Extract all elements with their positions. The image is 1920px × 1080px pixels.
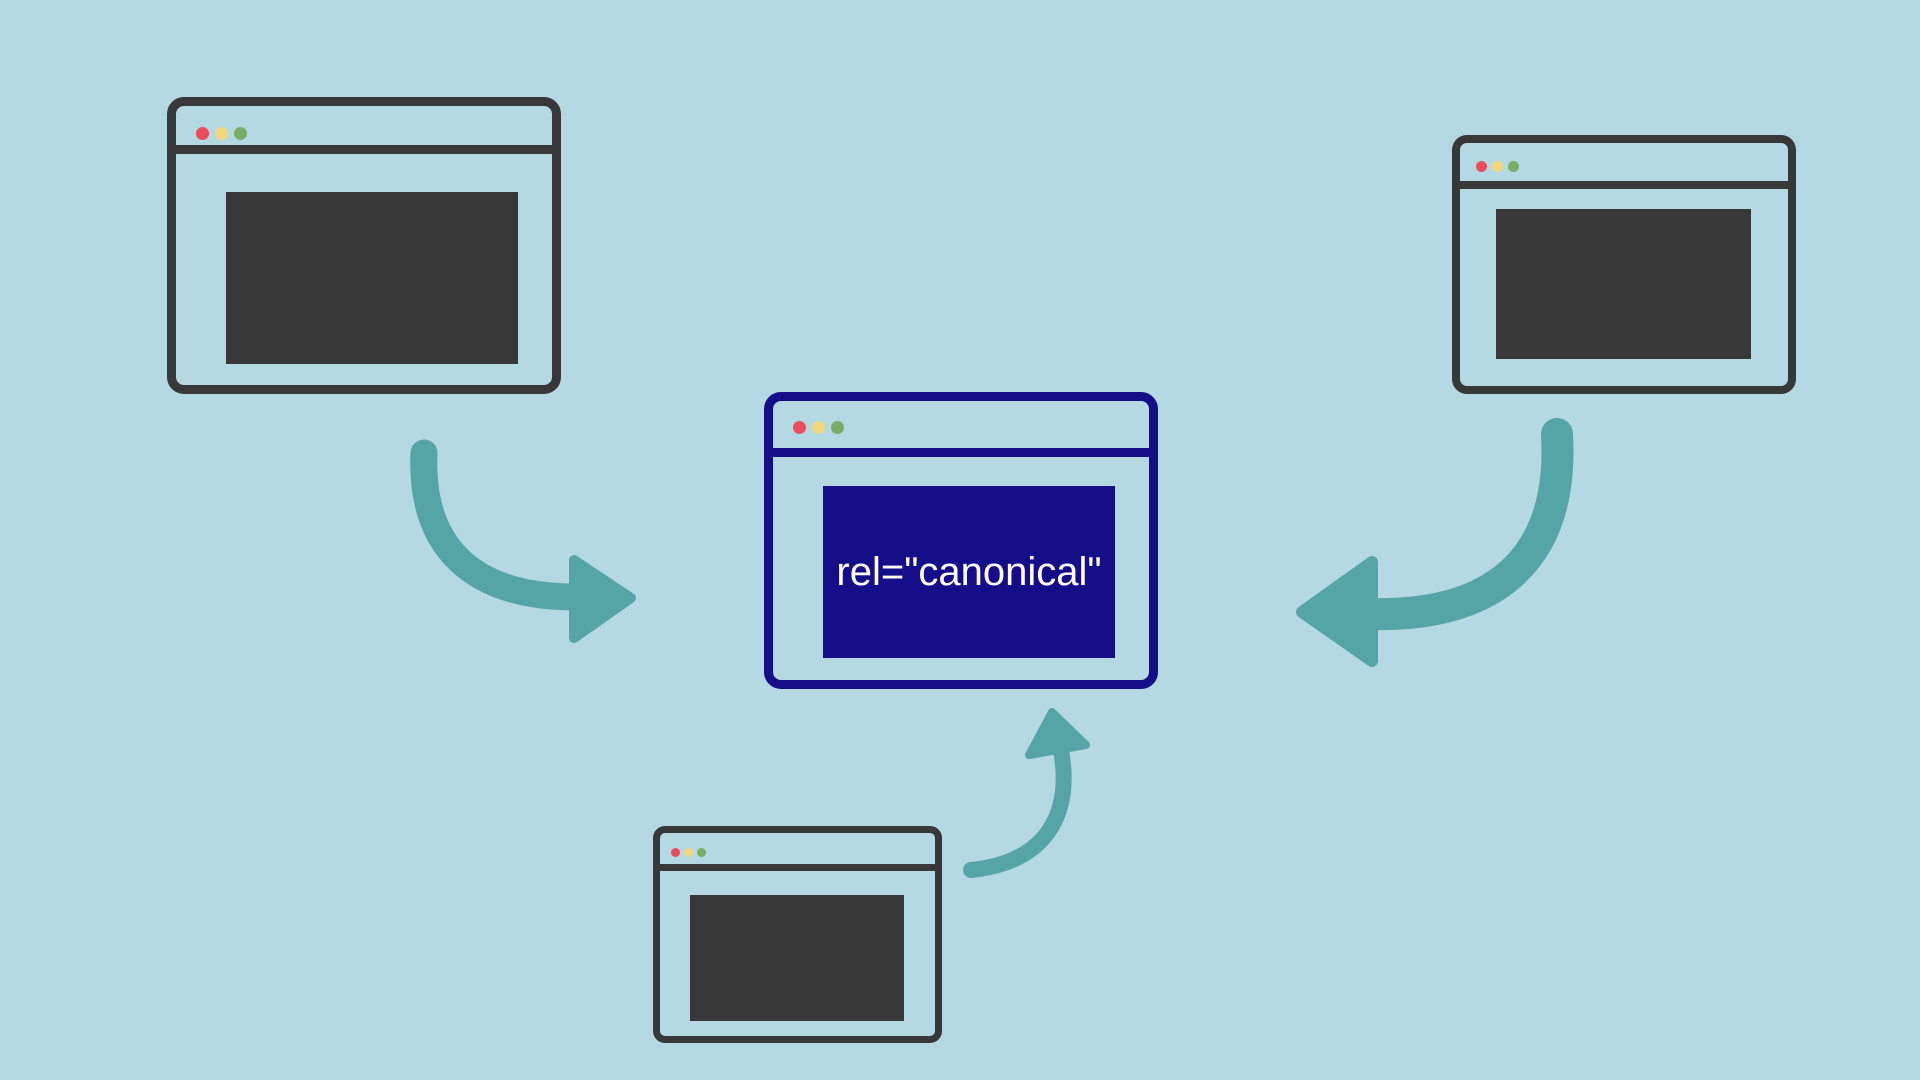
window-title-bar xyxy=(773,401,1149,457)
close-dot-icon xyxy=(793,421,806,434)
close-dot-icon xyxy=(1476,161,1487,172)
curved-arrow-icon xyxy=(963,708,1090,878)
close-dot-icon xyxy=(196,127,209,140)
minimize-dot-icon xyxy=(215,127,228,140)
canonical-label: rel="canonical" xyxy=(836,549,1102,594)
browser-window-icon xyxy=(167,97,561,394)
curved-arrow-icon xyxy=(1296,418,1574,667)
canonical-content-block: rel="canonical" xyxy=(823,486,1115,658)
curved-arrow-icon xyxy=(410,439,636,643)
maximize-dot-icon xyxy=(1508,161,1519,172)
window-title-bar xyxy=(1460,143,1788,189)
browser-window-icon xyxy=(1452,135,1796,394)
page-content-block xyxy=(226,192,518,364)
window-title-bar xyxy=(176,106,552,154)
maximize-dot-icon xyxy=(234,127,247,140)
window-title-bar xyxy=(660,833,935,871)
browser-window-icon xyxy=(653,826,942,1043)
maximize-dot-icon xyxy=(697,848,706,857)
minimize-dot-icon xyxy=(1492,161,1503,172)
page-content-block xyxy=(690,895,904,1021)
page-content-block xyxy=(1496,209,1751,359)
minimize-dot-icon xyxy=(812,421,825,434)
close-dot-icon xyxy=(671,848,680,857)
canonical-window: rel="canonical" xyxy=(764,392,1158,689)
minimize-dot-icon xyxy=(684,848,693,857)
maximize-dot-icon xyxy=(831,421,844,434)
